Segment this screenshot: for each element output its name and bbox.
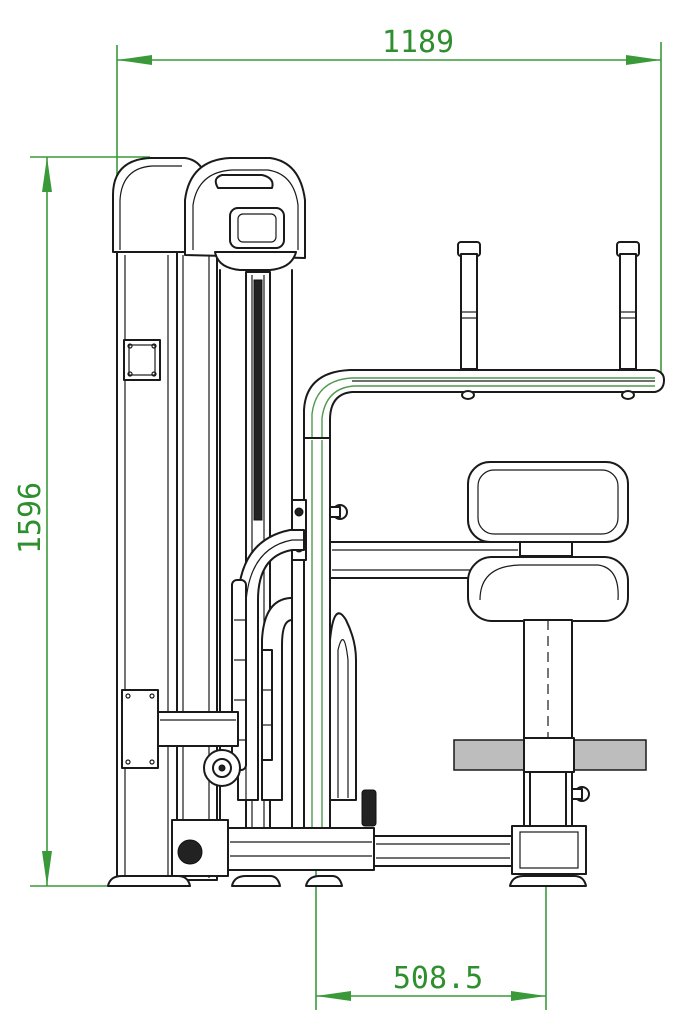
- width-dimension: 1189: [116, 25, 662, 378]
- foot-rollers: [453, 737, 647, 773]
- handle-frame: [303, 369, 665, 441]
- arm-tubes: [237, 529, 357, 801]
- handle-right: [616, 241, 640, 370]
- width-dimension-label: 1189: [382, 25, 454, 60]
- back-pad: [467, 461, 629, 557]
- pivot-assembly: [121, 689, 241, 787]
- machine-drawing: [107, 157, 665, 887]
- base-frame: [171, 789, 587, 877]
- pulley-head: [184, 157, 306, 271]
- seat-pad: [467, 556, 629, 622]
- weight-stack-tower: [112, 157, 218, 881]
- seat-offset-dimension-label: 508.5: [393, 961, 483, 996]
- feet: [107, 875, 587, 887]
- front-post: [303, 437, 348, 839]
- cover-plate: [123, 339, 161, 381]
- height-dimension: 1596: [13, 156, 150, 887]
- height-dimension-label: 1596: [13, 482, 48, 554]
- handle-left: [457, 241, 481, 370]
